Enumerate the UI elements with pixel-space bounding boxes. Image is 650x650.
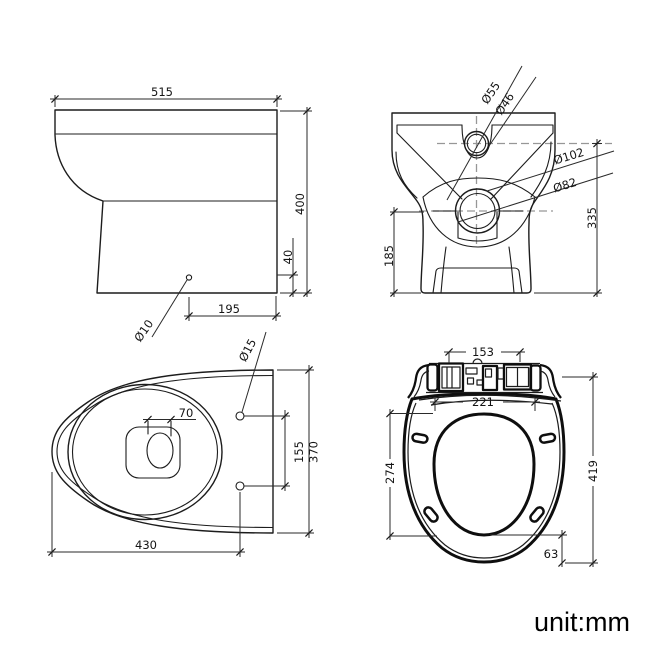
back-view-outline (391, 112, 556, 294)
outlet-hole-outer (454, 188, 501, 234)
dim-side-drain-dia: Ø10 (131, 317, 156, 344)
dim-outlet-inner-dia: Ø82 (551, 175, 578, 195)
dim-outlet-outer-dia: Ø102 (552, 145, 586, 167)
seat-bumpers (411, 432, 557, 523)
seat-outline (402, 392, 566, 564)
base-recess (432, 267, 523, 294)
dim-rear-depth: 63 (544, 547, 559, 561)
inlet-hole-outer (463, 130, 490, 157)
outlet-outer-leader (486, 150, 615, 192)
dim-inner-width: 221 (472, 395, 494, 409)
fixing-hole-top (235, 411, 245, 421)
fixing-hole-leader (241, 331, 267, 413)
side-view: 515 400 40 195 Ø10 (50, 85, 312, 344)
dim-hinge-span: 153 (472, 345, 494, 359)
inlet-inner-leader (488, 76, 537, 147)
unit-label: unit:mm (534, 607, 630, 637)
drain-hole-marker (185, 274, 193, 281)
seat-inner-edge (407, 402, 561, 559)
inlet-hole-inner (466, 133, 487, 154)
side-view-outline (54, 109, 278, 294)
inlet-pocket (461, 124, 493, 159)
dim-inner-length: 274 (383, 462, 397, 484)
outlet-hole-inner (459, 192, 496, 230)
dim-fixing-hole-dia: Ø15 (236, 336, 259, 363)
bowl-top-arc (422, 177, 536, 198)
plan-view: Ø15 70 155 370 430 (47, 331, 321, 557)
dim-pan-width: 370 (307, 441, 321, 463)
dim-side-outlet-setback: 195 (218, 302, 240, 316)
hinge-arms (407, 363, 562, 399)
dim-outlet-height: 185 (382, 245, 396, 267)
dim-flush-width: 70 (179, 406, 194, 420)
dim-inlet-height: 335 (585, 207, 599, 229)
dim-side-height: 400 (293, 193, 307, 215)
inlet-outer-leader (446, 65, 523, 201)
outlet-inner-leader (457, 172, 614, 223)
trap-outline (146, 432, 174, 469)
tank-funnel-lines (396, 132, 554, 200)
plan-outline (51, 369, 274, 534)
seat-hinge (407, 358, 562, 399)
rim-inner (71, 388, 219, 516)
rim-outer (67, 383, 223, 521)
dim-total-length: 419 (586, 460, 600, 482)
seat-view: 153 221 274 419 63 (383, 345, 600, 567)
back-view: Ø55 Ø46 Ø102 Ø82 335 185 (382, 65, 615, 297)
bowl-bottom-arc (422, 196, 536, 248)
fixing-hole-bottom (235, 481, 245, 491)
plan-inner-edge (56, 374, 274, 529)
dim-hole-spacing: 155 (292, 441, 306, 463)
drain-leader-line (151, 279, 188, 338)
sump-outline (125, 426, 181, 479)
dim-hole-to-front: 430 (135, 538, 157, 552)
dim-side-outlet-rise: 40 (281, 250, 295, 265)
dim-side-width: 515 (151, 85, 173, 99)
seat-opening (432, 412, 536, 537)
